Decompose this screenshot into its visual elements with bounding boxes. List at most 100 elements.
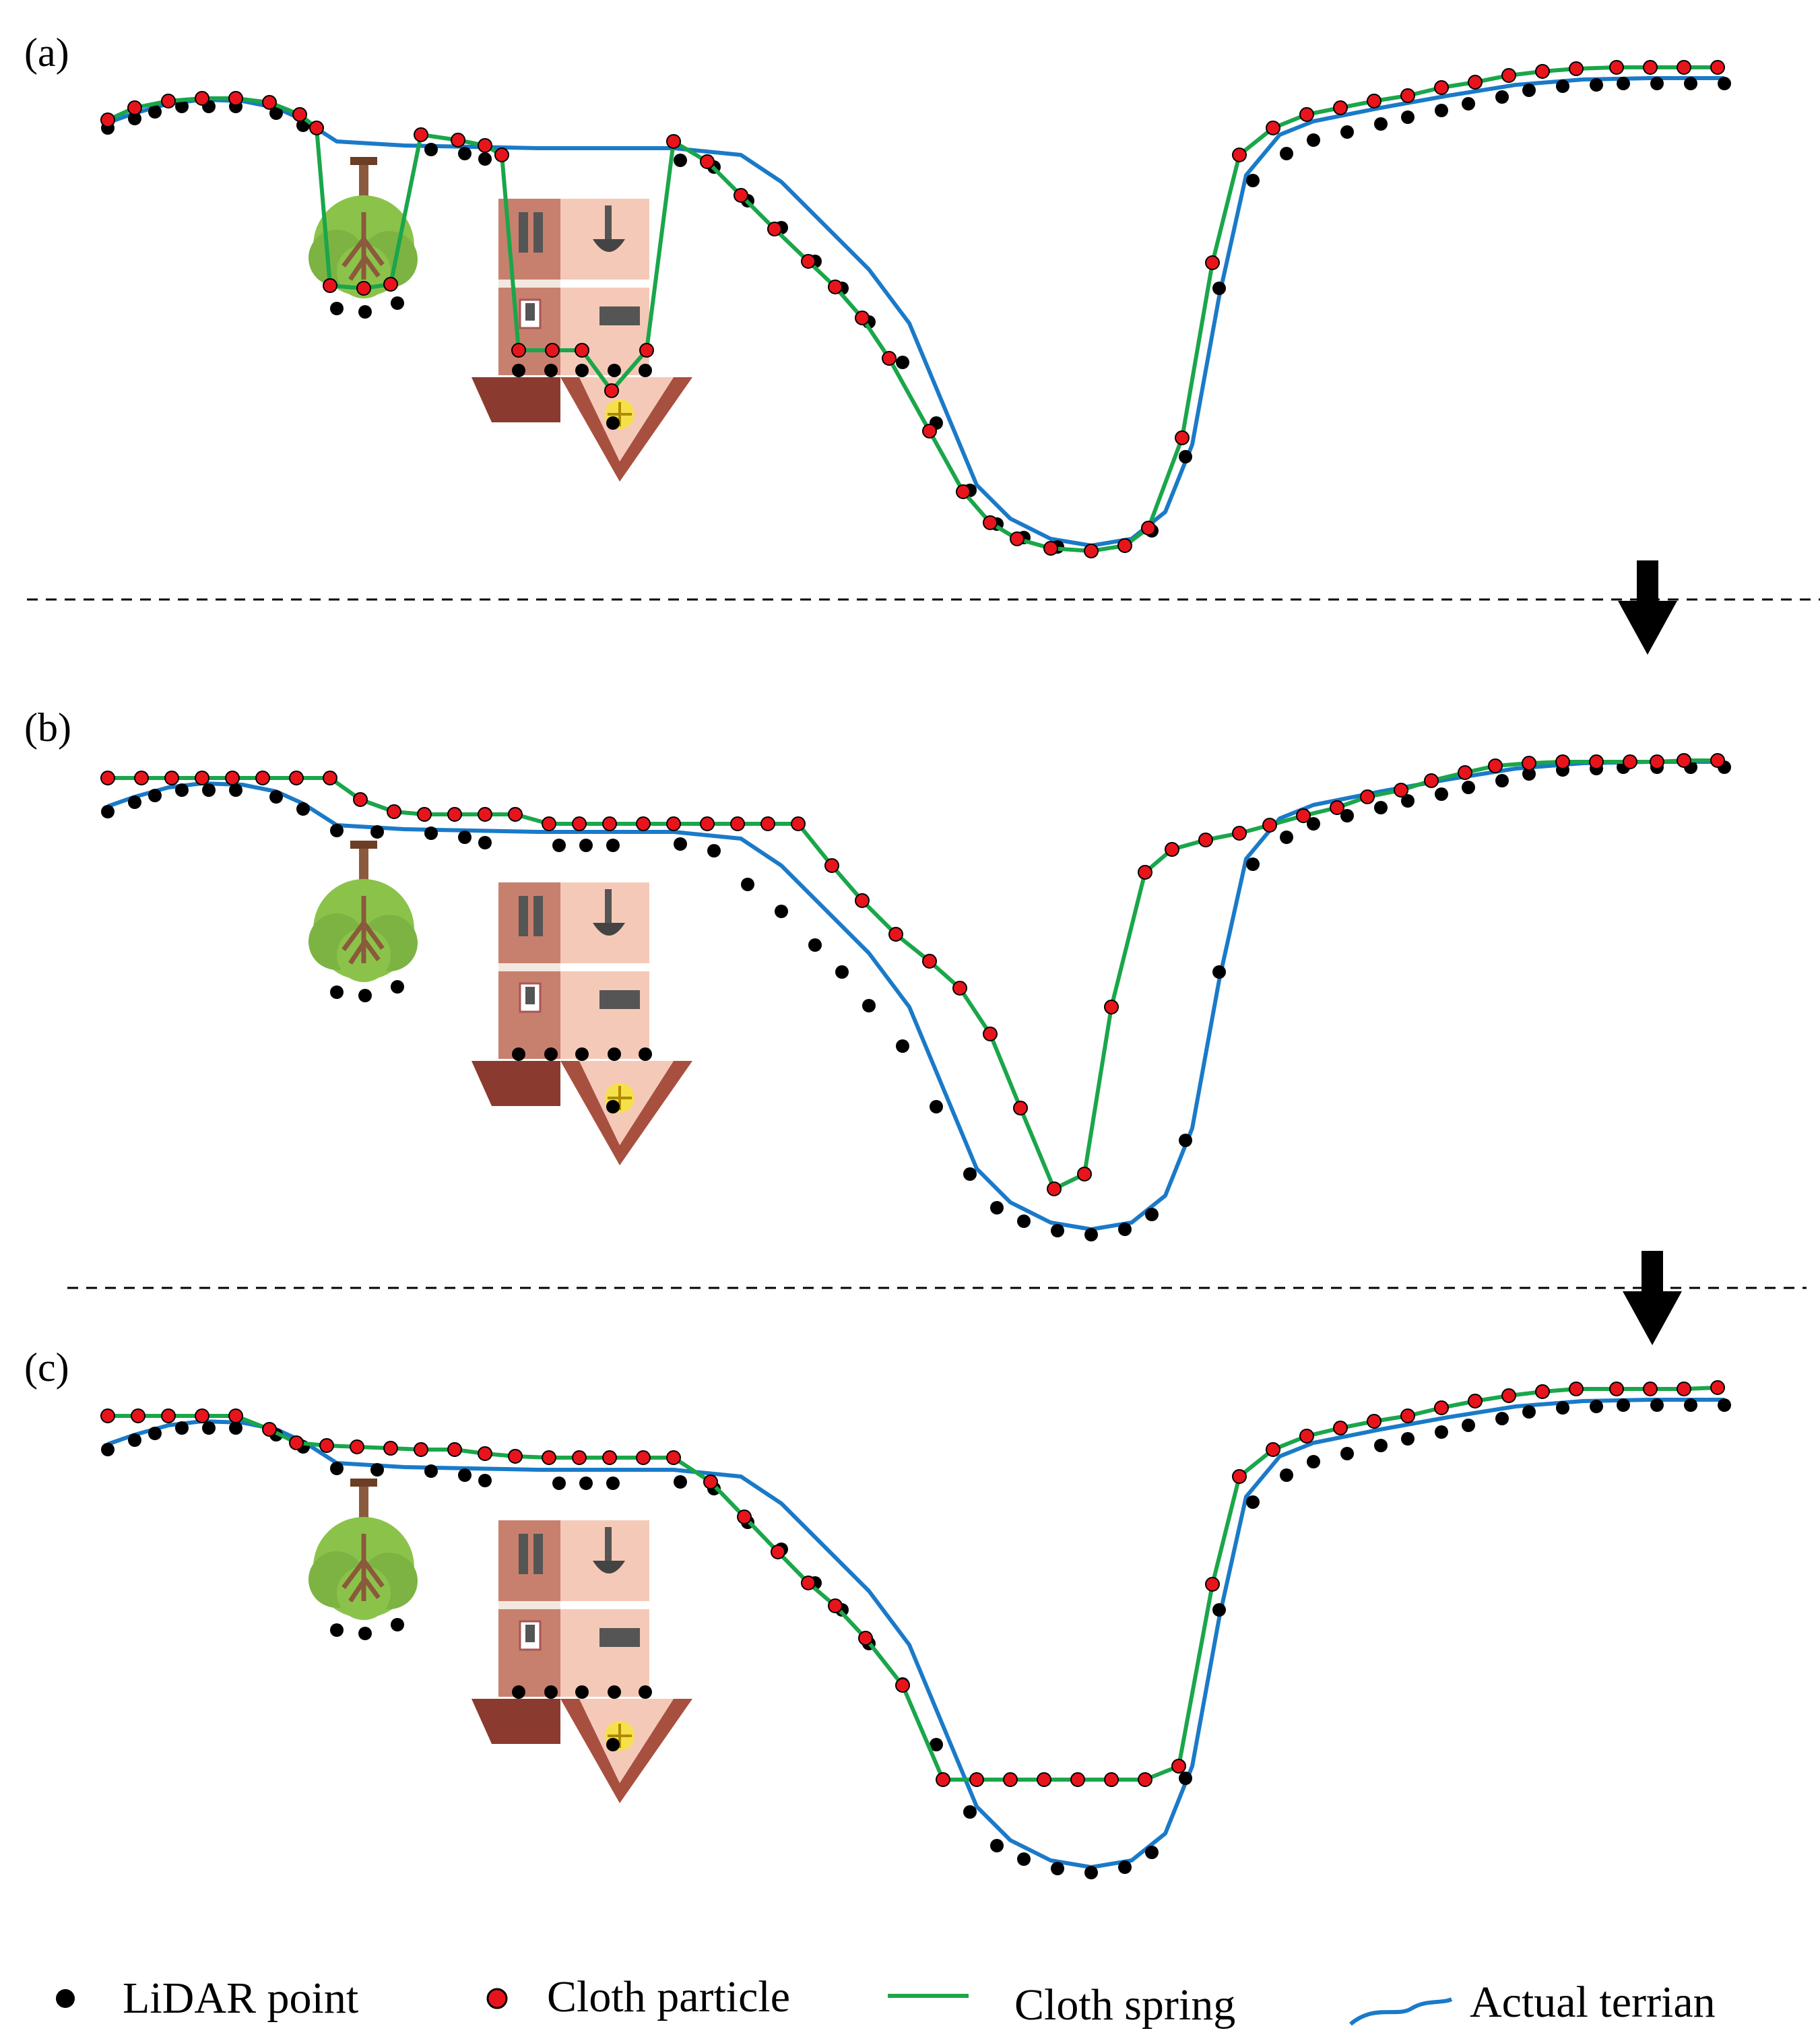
cloth-particle	[983, 515, 998, 530]
legend-lidar-point-label: LiDAR point	[123, 1974, 358, 2023]
lidar-point	[808, 938, 822, 952]
cloth-particle	[572, 816, 587, 831]
cloth-particle	[100, 771, 115, 785]
lidar-point	[101, 805, 115, 818]
cloth-particle	[888, 927, 903, 942]
cloth-spring-line	[108, 758, 1718, 1191]
cloth-particle	[1299, 1429, 1314, 1444]
cloth-particle	[1643, 60, 1658, 75]
cloth-particle	[1205, 255, 1220, 270]
lidar-point	[606, 416, 620, 430]
lidar-point	[1017, 1214, 1031, 1228]
lidar-point	[1435, 104, 1448, 117]
lidar-point	[674, 837, 687, 851]
lidar-point	[1650, 77, 1664, 90]
lidar-point	[707, 844, 721, 857]
cloth-particle	[1650, 754, 1664, 769]
cloth-particle	[1010, 531, 1025, 546]
cloth-particle	[100, 112, 115, 127]
lidar-point	[269, 106, 283, 120]
lidar-point	[552, 1477, 566, 1490]
lidar-point	[1401, 1432, 1415, 1446]
lidar-point	[1280, 147, 1293, 160]
panel-separators	[27, 598, 1820, 1289]
cloth-particle	[161, 94, 176, 108]
inverted-tree-icon	[308, 841, 418, 982]
lidar-point	[1401, 794, 1415, 808]
lidar-point	[1401, 110, 1415, 124]
cloth-particle	[1710, 753, 1725, 768]
lidar-point	[606, 1100, 620, 1113]
lidar-point	[741, 878, 754, 891]
lidar-point	[1212, 282, 1226, 295]
cloth-particle	[1175, 430, 1190, 445]
cloth-particle	[1232, 826, 1247, 841]
cloth-particle	[383, 1441, 398, 1456]
lidar-point	[1212, 1603, 1226, 1617]
lidar-point	[1340, 125, 1354, 139]
cloth-particle	[545, 343, 560, 358]
cloth-particle	[602, 1450, 617, 1465]
lidar-point	[229, 1421, 242, 1435]
lidar-point	[1145, 1846, 1159, 1859]
cloth-particle	[895, 1678, 910, 1693]
inverted-house-icon	[470, 1519, 694, 1805]
cloth-particle	[478, 807, 492, 822]
lidar-point	[175, 1421, 189, 1435]
lidar-point	[1374, 117, 1388, 131]
cloth-particle	[1394, 783, 1408, 798]
cloth-particle	[828, 1598, 843, 1613]
cloth-particle	[262, 1422, 277, 1437]
cloth-particle	[1299, 107, 1314, 122]
cloth-particle	[1424, 773, 1439, 788]
panel-label-a: (a)	[24, 30, 69, 75]
cloth-particle	[228, 91, 243, 106]
lidar-point	[478, 1474, 492, 1487]
lidar-point	[963, 1805, 977, 1819]
cloth-particle	[734, 188, 748, 203]
cloth-particle	[760, 816, 775, 831]
cloth-particle	[1535, 1384, 1550, 1399]
lidar-point	[1650, 1398, 1664, 1412]
cloth-particle	[1434, 80, 1449, 95]
lidar-point	[229, 783, 242, 797]
cloth-particle	[127, 100, 142, 115]
lidar-point	[1280, 831, 1293, 844]
lidar-point	[1522, 84, 1536, 97]
lidar-point	[1246, 1495, 1260, 1509]
legend-cloth-spring-label: Cloth spring	[1014, 1980, 1235, 2030]
lidar-point	[458, 147, 472, 160]
lidar-point	[930, 1100, 943, 1113]
lidar-point	[1340, 1447, 1354, 1460]
cloth-particle	[319, 1438, 334, 1453]
panels	[100, 60, 1731, 1879]
legend-cloth-particle-label: Cloth particle	[547, 1972, 790, 2021]
cloth-particle	[195, 771, 209, 785]
cloth-particle	[1165, 842, 1179, 857]
lidar-point	[1495, 90, 1509, 104]
cloth-particle	[1367, 94, 1382, 108]
cloth-particle	[730, 816, 745, 831]
cloth-particle	[1077, 1167, 1092, 1181]
lidar-point	[148, 1427, 162, 1440]
cloth-particle	[508, 807, 523, 822]
cloth-particle	[791, 816, 806, 831]
lidar-point	[1084, 1228, 1098, 1241]
legend-lidar-point-marker	[56, 1989, 75, 2008]
lidar-point	[990, 1839, 1004, 1852]
cloth-particle	[255, 771, 270, 785]
cloth-particle	[572, 1450, 587, 1465]
cloth-particle	[666, 816, 681, 831]
cloth-particle	[1266, 121, 1280, 135]
cloth-particle	[1084, 544, 1099, 558]
lidar-point	[674, 154, 687, 167]
cloth-particle	[1104, 1772, 1119, 1787]
lidar-point	[544, 1047, 558, 1061]
lidar-point	[148, 789, 162, 802]
lidar-point	[575, 364, 589, 377]
cloth-particle	[323, 771, 337, 785]
cloth-particle	[1104, 1000, 1119, 1014]
lidar-point	[1590, 78, 1603, 92]
lidar-point	[1179, 1772, 1192, 1785]
legend-actual-terrain-label: Actual terrian	[1470, 1978, 1716, 2027]
